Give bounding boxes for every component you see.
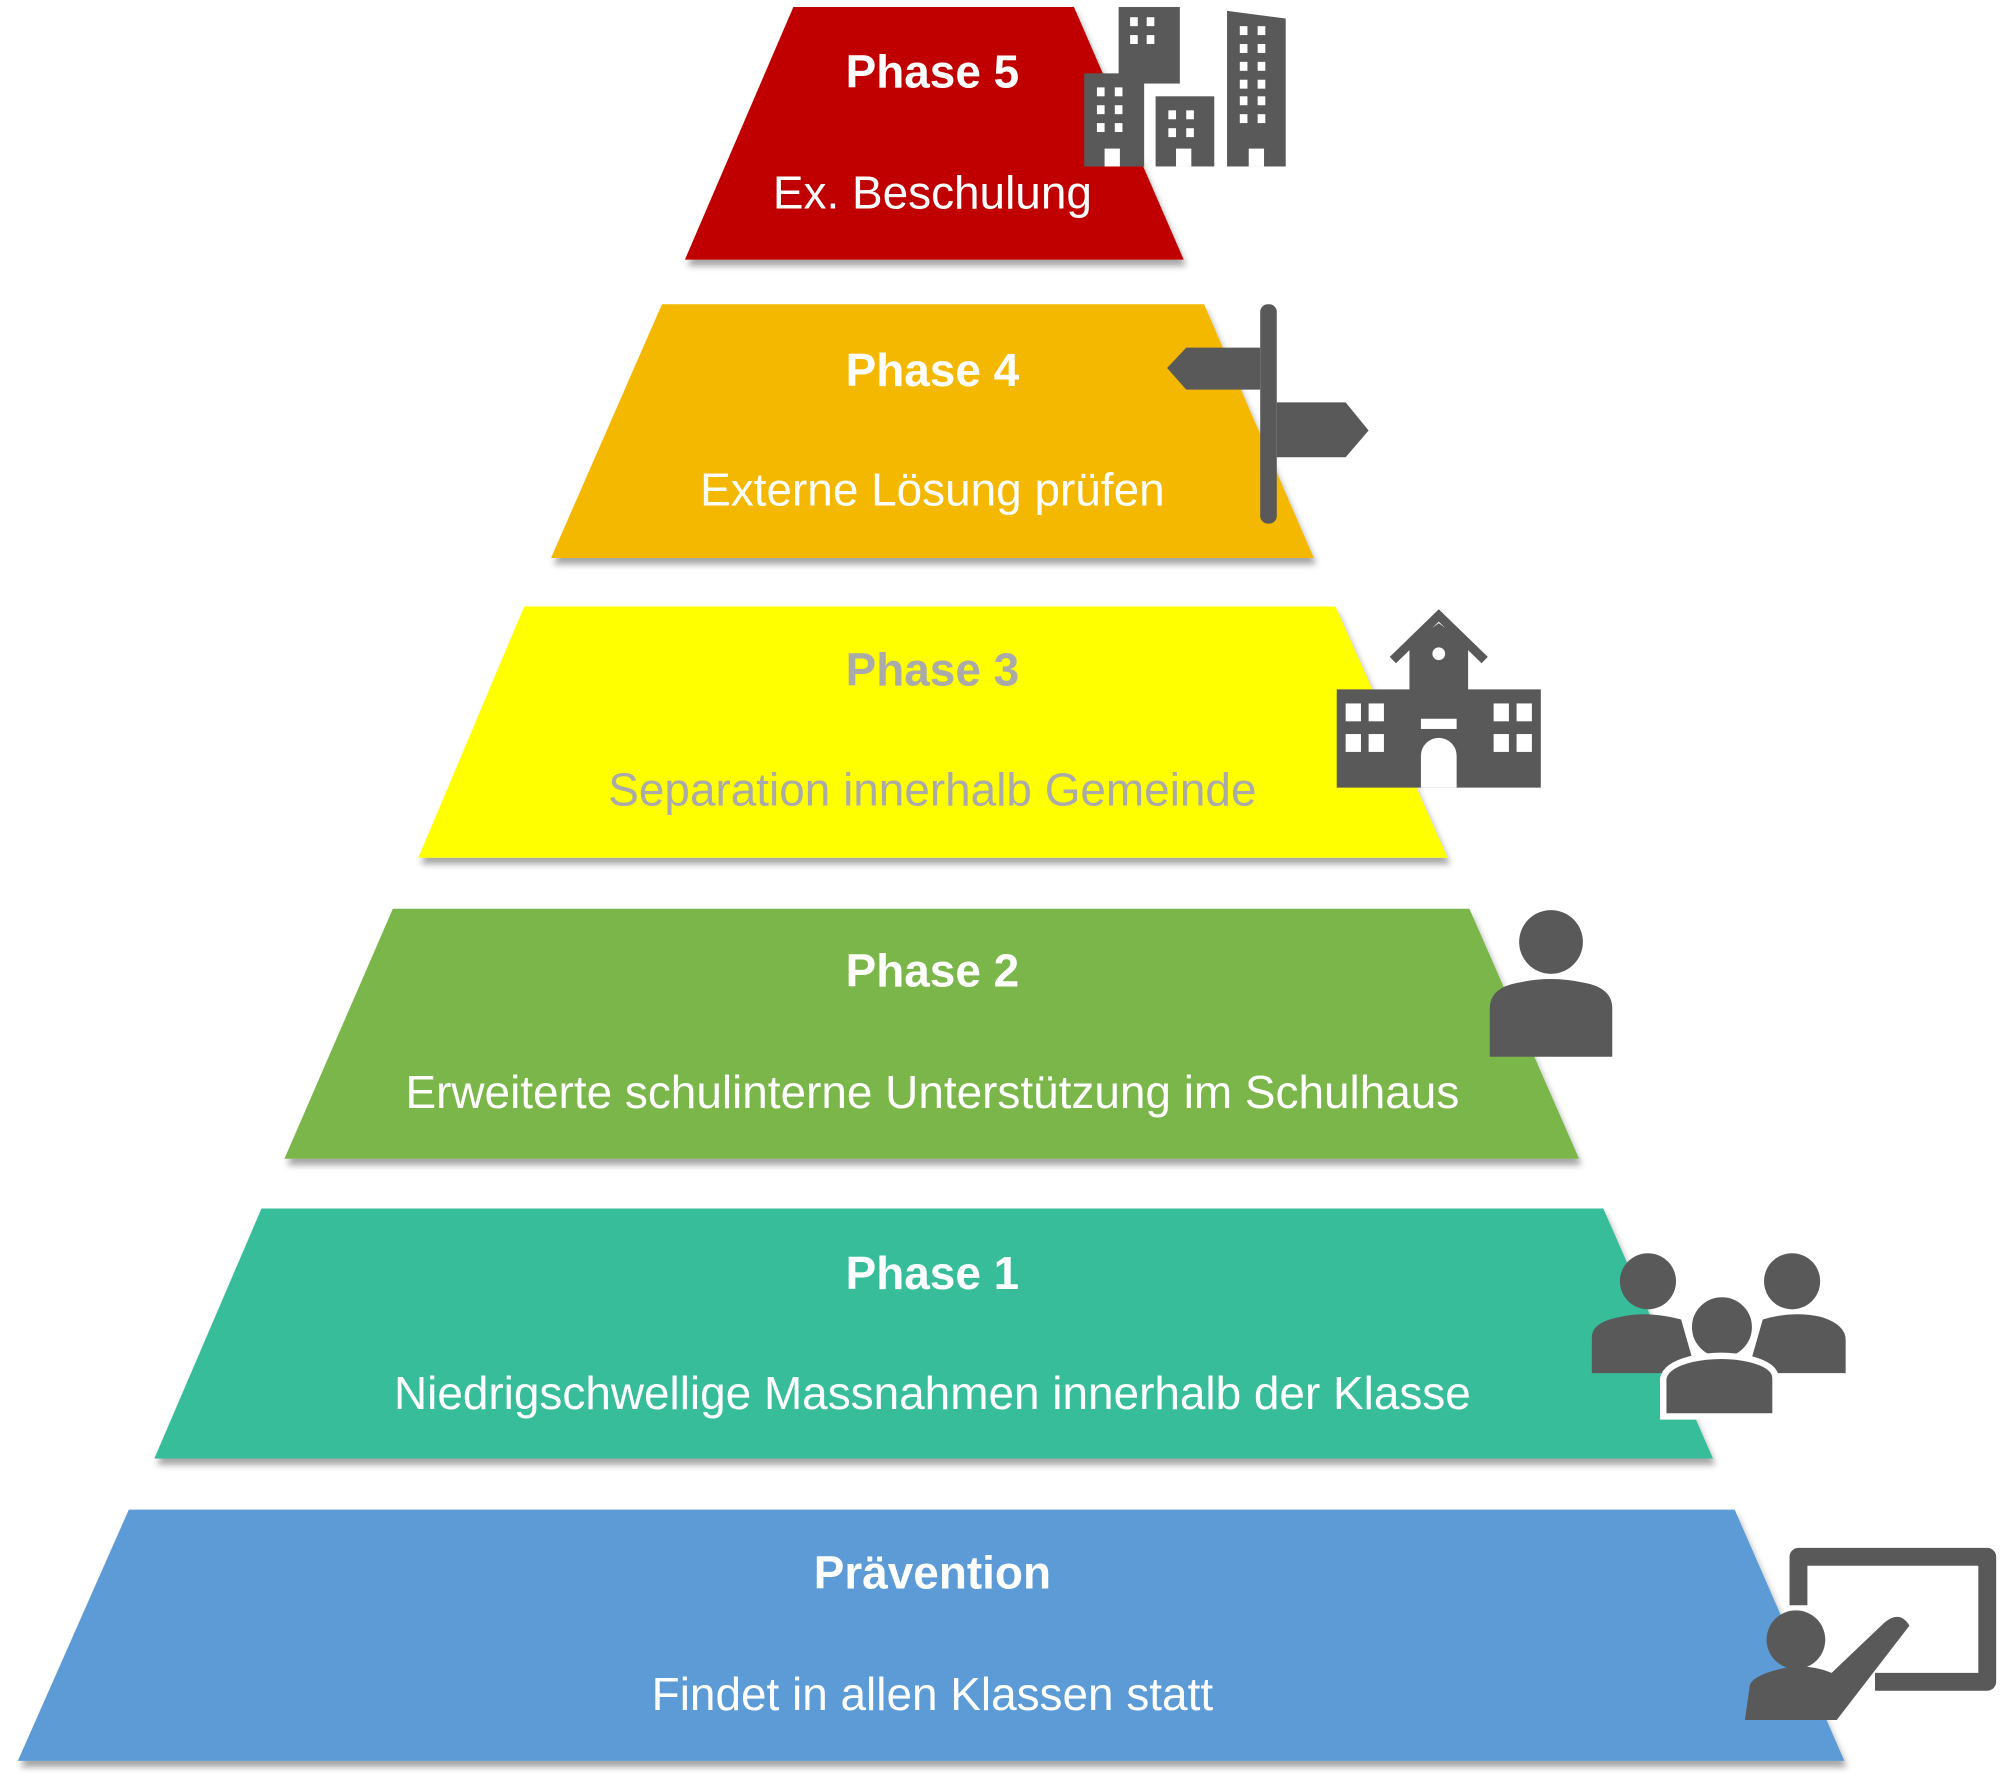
person-icon — [1489, 910, 1613, 1057]
layer-shape — [17, 1509, 1845, 1761]
layer-praevention: Prävention Findet in allen Klassen statt — [17, 1509, 1997, 1761]
school-building-icon — [1336, 609, 1541, 788]
layer-shape — [551, 304, 1314, 559]
layer-shape — [154, 1208, 1714, 1459]
group-icon — [1591, 1253, 1846, 1420]
layer-subtitle: Niedrigschwellige Massnahmen innerhalb d… — [394, 1367, 1471, 1419]
layer-subtitle: Ex. Beschulung — [773, 167, 1092, 219]
layer-phase-4: Phase 4 Externe Lösung prüfen — [551, 304, 1369, 559]
layer-phase-5: Phase 5 Ex. Beschulung — [684, 7, 1286, 260]
layer-title: Prävention — [814, 1547, 1051, 1599]
layer-subtitle: Externe Lösung prüfen — [700, 464, 1165, 516]
layer-subtitle: Separation innerhalb Gemeinde — [608, 763, 1256, 815]
layer-title: Phase 1 — [846, 1247, 1020, 1299]
layer-title: Phase 5 — [846, 45, 1020, 97]
city-buildings-icon — [1084, 7, 1286, 167]
layer-shape — [284, 908, 1580, 1159]
layer-title: Phase 4 — [846, 344, 1020, 396]
layer-title: Phase 2 — [846, 945, 1020, 997]
layer-phase-3: Phase 3 Separation innerhalb Gemeinde — [418, 606, 1541, 858]
signpost-icon — [1167, 304, 1369, 524]
layer-phase-1: Phase 1 Niedrigschwellige Massnahmen inn… — [154, 1208, 1846, 1459]
layer-shape — [418, 606, 1448, 858]
layer-subtitle: Findet in allen Klassen statt — [652, 1668, 1214, 1720]
layer-title: Phase 3 — [846, 644, 1020, 696]
teacher-board-icon — [1744, 1547, 1997, 1721]
layer-shape — [684, 7, 1184, 260]
layer-phase-2: Phase 2 Erweiterte schulinterne Unterstü… — [284, 908, 1613, 1159]
layer-subtitle: Erweiterte schulinterne Unterstützung im… — [405, 1066, 1459, 1118]
